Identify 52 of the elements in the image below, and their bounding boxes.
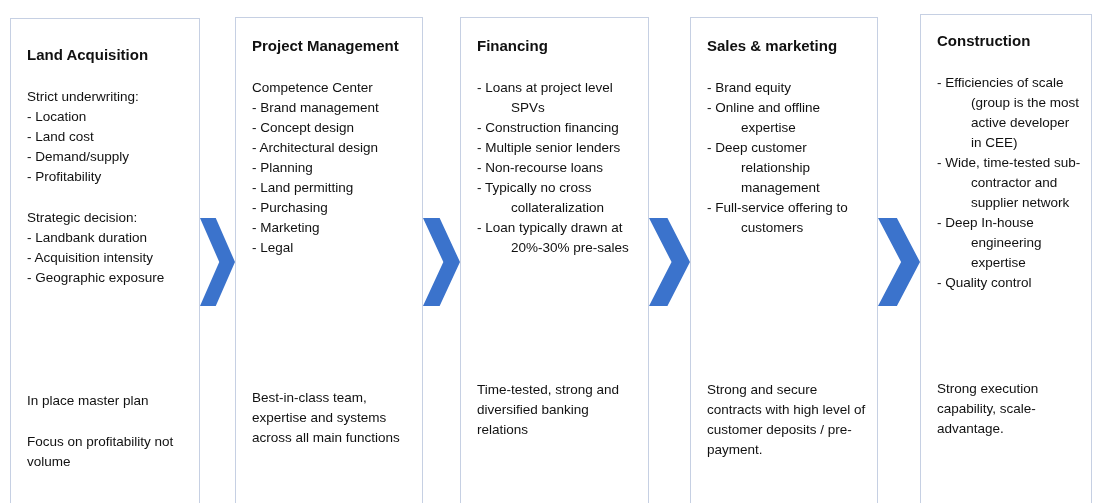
- body-text: Time-tested, strong and diversified banking relations: [477, 381, 621, 439]
- body-text: Strong execution capability, scale-advantage.: [937, 380, 1040, 438]
- stage-heading: Construction: [937, 31, 1032, 51]
- bullet-item: - Geographic exposure: [27, 269, 166, 287]
- body-text: Competence Center: [252, 79, 374, 97]
- bullet-item: - Loans at project level SPVs: [477, 79, 614, 117]
- bullet-item: - Online and offline expertise: [707, 99, 822, 137]
- bullet-item: - Demand/supply: [27, 148, 131, 166]
- body-text: Strong and secure contracts with high level of customer deposits / pre-payment.: [707, 381, 867, 459]
- chevron-arrow: [649, 218, 690, 306]
- body-text: Strategic decision:: [27, 209, 139, 227]
- bullet-item: - Architectural design: [252, 139, 380, 157]
- body-text: Strict underwriting:: [27, 88, 140, 106]
- chevron-arrow: [878, 218, 920, 306]
- bullet-item: - Wide, time-tested sub-contractor and supplier network: [937, 154, 1081, 212]
- bullet-item: - Concept design: [252, 119, 356, 137]
- bullet-item: - Purchasing: [252, 199, 329, 217]
- stage-box: [235, 17, 423, 503]
- stage-box: [690, 17, 878, 503]
- bullet-item: - Land cost: [27, 128, 95, 146]
- bullet-item: - Loan typically drawn at 20%-30% pre-sales: [477, 219, 630, 257]
- bullet-item: - Typically no cross collateralization: [477, 179, 606, 217]
- stage-heading: Financing: [477, 36, 549, 56]
- bullet-item: - Location: [27, 108, 88, 126]
- chevron-arrow: [200, 218, 235, 306]
- bullet-item: - Profitability: [27, 168, 103, 186]
- stage-box: [920, 14, 1092, 503]
- bullet-item: - Brand equity: [707, 79, 793, 97]
- bullet-item: - Deep customer relationship management: [707, 139, 821, 197]
- bullet-item: - Deep In-house engineering expertise: [937, 214, 1043, 272]
- bullet-item: - Brand management: [252, 99, 380, 117]
- stage-box: [10, 18, 200, 503]
- bullet-item: - Construction financing: [477, 119, 620, 137]
- bullet-item: - Quality control: [937, 274, 1033, 292]
- chevron-arrow: [423, 218, 460, 306]
- stage-heading: Project Management: [252, 36, 400, 56]
- bullet-item: - Non-recourse loans: [477, 159, 605, 177]
- stage-heading: Land Acquisition: [27, 45, 150, 65]
- stage-box: [460, 17, 649, 503]
- body-text: Best-in-class team, expertise and systems across all main functions: [252, 389, 401, 447]
- bullet-item: - Acquisition intensity: [27, 249, 155, 267]
- bullet-item: - Full-service offering to customers: [707, 199, 849, 237]
- bullet-item: - Efficiencies of scale (group is the most active developer in CEE): [937, 74, 1081, 152]
- body-text: In place master plan: [27, 392, 150, 410]
- stage-heading: Sales & marketing: [707, 36, 839, 56]
- bullet-item: - Land permitting: [252, 179, 355, 197]
- bullet-item: - Planning: [252, 159, 314, 177]
- bullet-item: - Legal: [252, 239, 295, 257]
- body-text: Focus on profitability not volume: [27, 433, 175, 471]
- bullet-item: - Marketing: [252, 219, 321, 237]
- bullet-item: - Multiple senior lenders: [477, 139, 622, 157]
- bullet-item: - Landbank duration: [27, 229, 149, 247]
